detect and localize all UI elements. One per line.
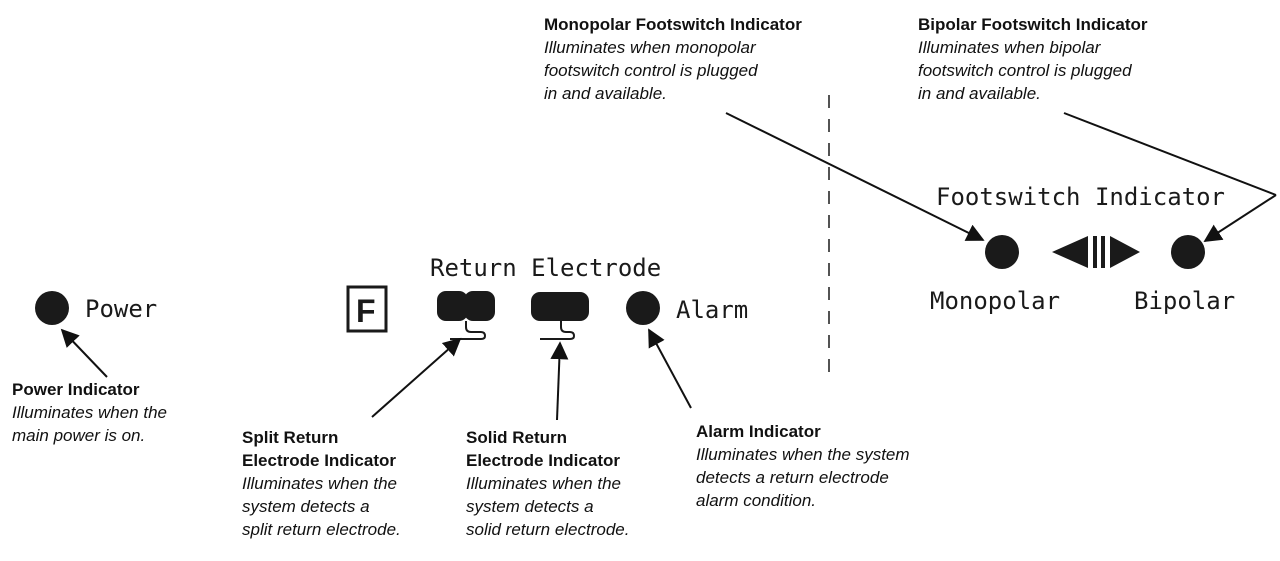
callout-title: Electrode Indicator [466,451,620,470]
callout-title: Monopolar Footswitch Indicator [544,15,802,34]
split-return-electrode-indicator [437,291,495,340]
power-label: Power [85,295,157,323]
callout-description: split return electrode. [242,520,401,539]
alarm-callout-arrow [648,328,692,409]
monopolar-footswitch-light [985,235,1019,269]
solid-callout-arrow [550,341,569,421]
callout-description: system detects a [242,497,370,516]
solid-return-electrode-callout: Solid Return Electrode Indicator Illumin… [466,426,629,541]
f-symbol-box [346,285,388,333]
power-indicator-light [35,291,69,325]
callout-description: footswitch control is plugged [544,61,758,80]
callout-title: Split Return [242,428,339,447]
bipolar-footswitch-callout: Bipolar Footswitch Indicator Illuminates… [918,13,1148,105]
callout-title: Bipolar Footswitch Indicator [918,15,1148,34]
power-callout-arrow [60,328,108,378]
callout-description: in and available. [544,84,667,103]
solid-return-electrode-indicator [531,292,589,340]
callout-description: main power is on. [12,426,146,445]
bipolar-callout-arrow [1063,112,1277,196]
callout-description: Illuminates when the system [696,445,910,464]
bipolar-footswitch-light [1171,235,1205,269]
footswitch-toggle-arrows-icon [1052,236,1140,268]
callout-description: Illuminates when the [242,474,397,493]
split-callout-arrow [371,337,462,418]
callout-title: Solid Return [466,428,568,447]
bipolar-label: Bipolar [1134,287,1235,315]
callout-description: Illuminates when monopolar [544,38,756,57]
callout-description: system detects a [466,497,594,516]
callout-description: solid return electrode. [466,520,630,539]
callout-description: alarm condition. [696,491,817,510]
callout-description: Illuminates when the [12,403,167,422]
monopolar-callout-arrow [725,112,985,241]
callout-title: Power Indicator [12,380,140,399]
footswitch-indicator-label: Footswitch Indicator [936,183,1225,211]
split-return-electrode-callout: Split Return Electrode Indicator Illumin… [242,426,401,541]
callout-description: Illuminates when the [466,474,621,493]
monopolar-footswitch-callout: Monopolar Footswitch Indicator Illuminat… [544,13,802,105]
callout-description: footswitch control is plugged [918,61,1132,80]
f-symbol: F [356,293,376,329]
callout-description: Illuminates when bipolar [918,38,1101,57]
alarm-indicator-light [626,291,660,325]
alarm-label: Alarm [676,296,748,324]
callout-title: Alarm Indicator [696,422,821,441]
callout-title: Electrode Indicator [242,451,396,470]
power-indicator-callout: Power Indicator Illuminates when the mai… [12,378,167,447]
bipolar-callout-arrow-tip [1203,194,1277,242]
callout-description: detects a return electrode [696,468,889,487]
callout-description: in and available. [918,84,1041,103]
return-electrode-label: Return Electrode [430,254,661,282]
monopolar-label: Monopolar [930,287,1060,315]
alarm-indicator-callout: Alarm Indicator Illuminates when the sys… [696,420,910,512]
